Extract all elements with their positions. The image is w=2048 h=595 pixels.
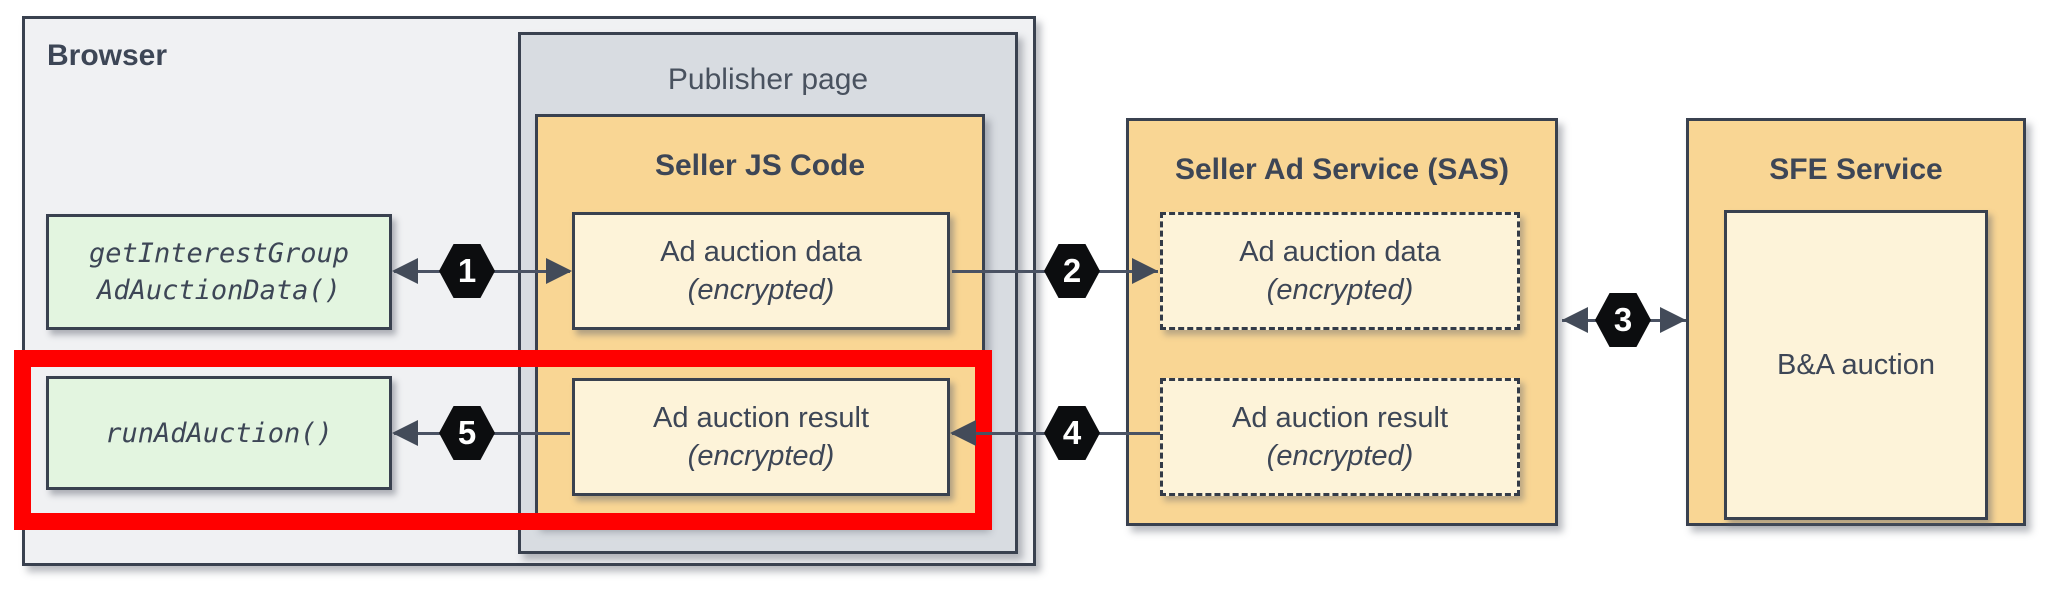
- api-call-line1: getInterestGroup: [88, 238, 350, 269]
- box-line1: B&A auction: [1777, 349, 1935, 381]
- step-badge-2: 2: [1044, 244, 1100, 298]
- box-line2: (encrypted): [687, 440, 835, 472]
- ba-auction-box: B&A auction: [1724, 210, 1988, 520]
- step-number: 3: [1613, 301, 1633, 338]
- box-line1: Ad auction data: [1239, 236, 1441, 268]
- box-line2: (encrypted): [1266, 274, 1414, 306]
- seller-js-ad-auction-result-box: Ad auction result (encrypted): [572, 378, 950, 496]
- sfe-title: SFE Service: [1769, 153, 1943, 186]
- arrowhead-left-icon: [950, 420, 976, 446]
- box-line2: (encrypted): [1266, 440, 1414, 472]
- seller-js-title: Seller JS Code: [654, 149, 866, 182]
- arrowhead-left-icon: [392, 420, 418, 446]
- step-number: 2: [1062, 252, 1082, 289]
- api-box-get-interest-group-ad-auction-data: getInterestGroup AdAuctionData(): [46, 214, 392, 330]
- step-number: 5: [457, 414, 477, 451]
- api-box-run-ad-auction: runAdAuction(): [46, 376, 392, 490]
- step-number: 1: [457, 252, 477, 289]
- sas-ad-auction-result-box: Ad auction result (encrypted): [1160, 378, 1520, 496]
- seller-js-ad-auction-data-box: Ad auction data (encrypted): [572, 212, 950, 330]
- arrowhead-left-icon: [392, 258, 418, 284]
- sas-ad-auction-data-box: Ad auction data (encrypted): [1160, 212, 1520, 330]
- box-line2: (encrypted): [687, 274, 835, 306]
- box-line1: Ad auction result: [1231, 402, 1448, 434]
- arrowhead-right-icon: [1132, 258, 1158, 284]
- box-line1: Ad auction data: [660, 236, 862, 268]
- highlight-red-rect: [14, 350, 992, 530]
- publisher-page-label: Publisher page: [667, 63, 869, 96]
- step-badge-3: 3: [1595, 293, 1651, 347]
- step-badge-4: 4: [1044, 406, 1100, 460]
- arrowhead-right-icon: [1660, 307, 1686, 333]
- api-call-line1: runAdAuction(): [105, 417, 333, 449]
- step-number: 4: [1062, 414, 1082, 451]
- arrowhead-right-icon: [546, 258, 572, 284]
- box-line1: Ad auction result: [652, 402, 869, 434]
- arrowhead-left-icon: [1562, 307, 1588, 333]
- sas-title: Seller Ad Service (SAS): [1174, 153, 1510, 186]
- browser-label: Browser: [47, 39, 168, 72]
- api-call-line2: AdAuctionData(): [97, 275, 341, 306]
